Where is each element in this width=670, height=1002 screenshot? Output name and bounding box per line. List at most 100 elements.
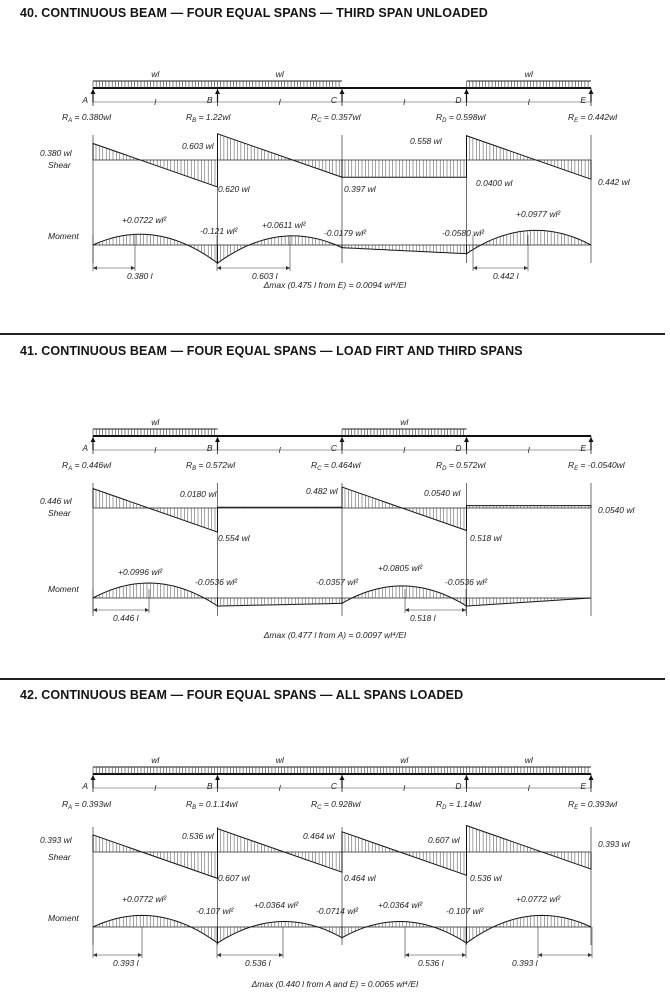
distributed-load <box>341 428 467 436</box>
shear-segment <box>217 133 343 178</box>
dimension-arrowhead <box>462 953 466 957</box>
shear-segment <box>341 831 467 877</box>
dimension: 0.536 l <box>216 927 284 968</box>
moment-curve <box>217 921 343 944</box>
moment-row-label: Moment <box>48 913 79 923</box>
moment-value-label: -0.0536 wl² <box>195 577 238 587</box>
support-node-label: C <box>331 781 338 791</box>
reaction-label: RC = 0.464wl <box>311 460 362 472</box>
shear-value-label: 0.607 wl <box>218 873 251 883</box>
moment-value-label: -0.0357 wl² <box>316 577 359 587</box>
reaction-arrowhead <box>339 775 345 780</box>
shear-value-label: 0.393 wl <box>598 839 631 849</box>
reaction-arrowhead <box>588 775 594 780</box>
load-label: wl <box>151 417 160 427</box>
load-label: wl <box>525 755 534 765</box>
dimension-label: 0.380 l <box>127 271 154 281</box>
distributed-load <box>217 766 342 774</box>
moment-row-label: Moment <box>48 584 79 594</box>
moment-curve <box>92 233 218 265</box>
moment-curve <box>217 235 343 265</box>
deflection-note: Δmax (0.475 l from E) = 0.0094 wl⁴/EI <box>263 280 407 290</box>
dimension-arrowhead <box>405 953 409 957</box>
reaction-label: RA = 0.446wl <box>62 460 112 472</box>
dimension-arrowhead <box>588 953 592 957</box>
reaction-label: RA = 0.380wl <box>62 112 112 124</box>
diagram-title: 40. CONTINUOUS BEAM — FOUR EQUAL SPANS —… <box>20 6 488 20</box>
moment-value-label: -0.107 wl² <box>196 906 234 916</box>
dimension-label: 0.393 l <box>113 958 140 968</box>
dimension: 0.518 l <box>404 589 467 623</box>
moment-value-label: +0.0364 wl² <box>254 900 299 910</box>
shear-value-label: 0.536 wl <box>470 873 503 883</box>
shear-value-label: 0.446 wl <box>40 496 73 506</box>
moment-curve <box>217 598 343 607</box>
load-label: wl <box>151 755 160 765</box>
shear-value-label: 0.603 wl <box>182 141 215 151</box>
dimension-arrowhead <box>286 266 290 270</box>
reaction-arrowhead <box>90 89 96 94</box>
load-label: wl <box>276 69 285 79</box>
shear-row-label: Shear <box>48 508 72 518</box>
support-node-label: C <box>331 95 338 105</box>
dimension-arrowhead <box>93 608 97 612</box>
distributed-load <box>92 766 218 774</box>
reaction-label: RD = 0.572wl <box>436 460 487 472</box>
dimension-arrowhead <box>462 608 466 612</box>
distributed-load <box>92 428 218 436</box>
support-node-label: E <box>580 781 586 791</box>
reaction-label: RC = 0.928wl <box>311 799 362 811</box>
reaction-label: RB = 1.22wl <box>186 112 232 124</box>
moment-value-label: -0.0580 wl² <box>442 228 485 238</box>
dimension-label: 0.442 l <box>493 271 520 281</box>
shear-segment <box>466 135 592 180</box>
dimension-label: 0.518 l <box>410 613 437 623</box>
section-divider <box>0 678 665 680</box>
reaction-arrowhead <box>588 437 594 442</box>
reaction-label: RE = -0.0540wl <box>568 460 626 472</box>
shear-segment <box>92 834 218 880</box>
dimension-label: 0.603 l <box>252 271 279 281</box>
moment-curve <box>92 582 218 607</box>
shear-segment <box>92 487 218 533</box>
dimension-arrowhead <box>131 266 135 270</box>
span-length-label: l <box>528 445 531 455</box>
load-label: wl <box>276 755 285 765</box>
shear-segment <box>217 827 343 873</box>
dimension: 0.442 l <box>472 235 529 281</box>
shear-value-label: 0.464 wl <box>303 831 336 841</box>
shear-value-label: 0.620 wl <box>218 184 251 194</box>
dimension-arrowhead <box>217 953 221 957</box>
distributed-load <box>217 80 342 88</box>
moment-value-label: +0.0364 wl² <box>378 900 423 910</box>
diagram-40: 40. CONTINUOUS BEAM — FOUR EQUAL SPANS —… <box>0 0 670 330</box>
deflection-note: Δmax (0.440 l from A and E) = 0.0065 wl⁴… <box>251 979 419 989</box>
reaction-label: RD = 1.14wl <box>436 799 482 811</box>
distributed-load <box>341 766 467 774</box>
dimension-arrowhead <box>473 266 477 270</box>
moment-curve <box>341 585 467 607</box>
moment-curve <box>466 597 592 607</box>
moment-value-label: +0.0722 wl² <box>122 215 167 225</box>
dimension-arrowhead <box>524 266 528 270</box>
reaction-label: RC = 0.357wl <box>311 112 362 124</box>
span-length-label: l <box>154 97 157 107</box>
support-node-label: D <box>455 95 461 105</box>
moment-curve <box>92 914 218 945</box>
reaction-arrowhead <box>464 775 469 780</box>
shear-segment <box>92 142 218 188</box>
reaction-arrowhead <box>339 437 345 442</box>
span-length-label: l <box>528 783 531 793</box>
support-node-label: A <box>81 95 88 105</box>
reaction-label: RA = 0.393wl <box>62 799 112 811</box>
moment-value-label: +0.0611 wl² <box>262 220 307 230</box>
moment-curve <box>341 921 467 944</box>
moment-value-label: +0.0805 wl² <box>378 563 423 573</box>
shear-value-label: 0.0540 wl <box>424 488 461 498</box>
shear-row-label: Shear <box>48 852 72 862</box>
reaction-arrowhead <box>215 437 220 442</box>
dimension-arrowhead <box>145 608 149 612</box>
